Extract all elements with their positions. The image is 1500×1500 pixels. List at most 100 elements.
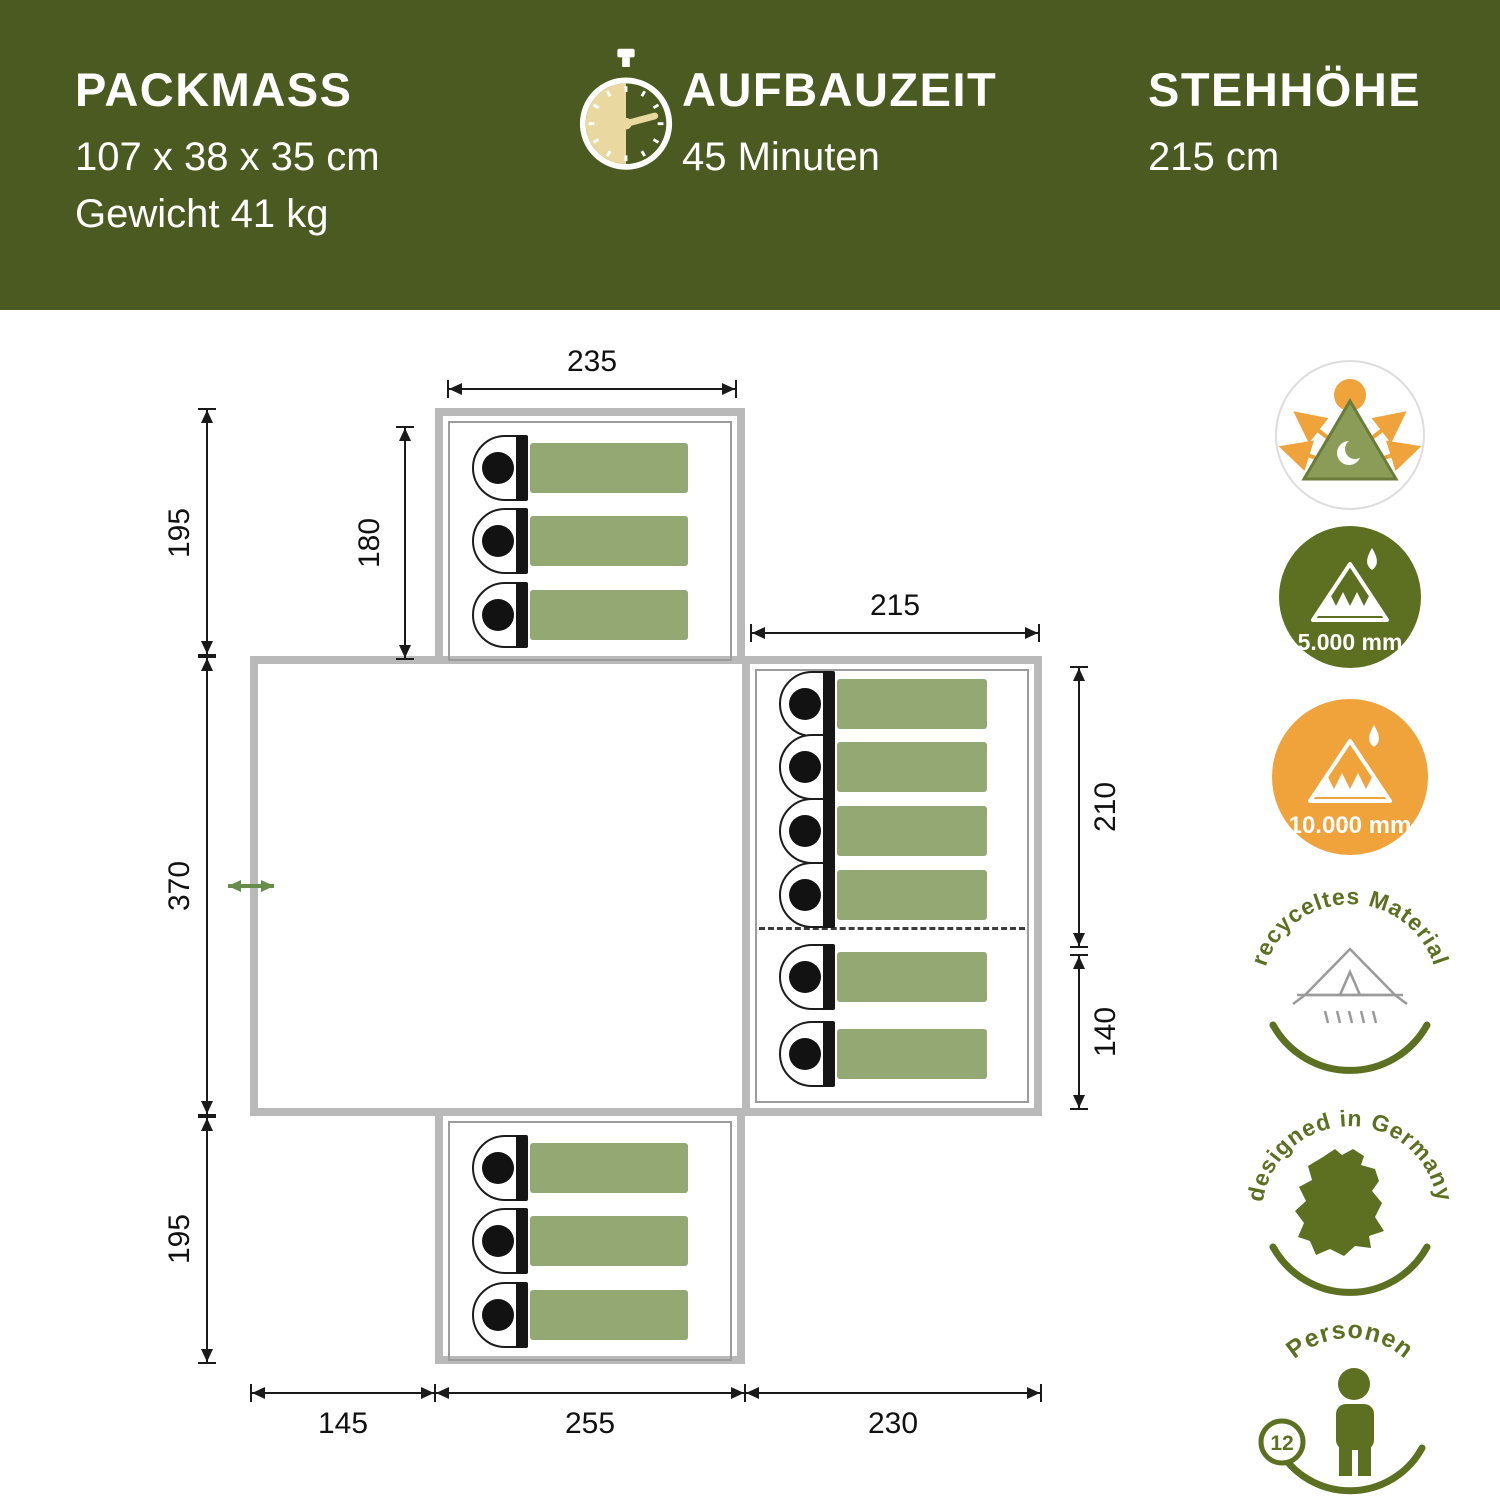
sleeping-bag-hood (472, 508, 528, 574)
badge-arc (1274, 1444, 1426, 1495)
cabin-right-lower-section (757, 930, 1027, 1101)
dim-left-bottom-line (198, 1116, 216, 1364)
sleeping-bag-icon (472, 1281, 730, 1348)
cabin-bottom-inner (448, 1121, 732, 1361)
dim-bottom-left-label: 145 (317, 1407, 369, 1440)
dim-right-upper-label: 210 (1089, 781, 1122, 833)
cabin-top-inner (448, 421, 732, 661)
tent-icon (1301, 398, 1399, 481)
dim-top-width-label: 235 (566, 345, 618, 378)
dim-left-middle-line (198, 656, 216, 1116)
svg-text:Personen: Personen (1281, 1316, 1419, 1364)
dim-right-upper-line (1070, 666, 1088, 948)
water-drop-icon (1369, 725, 1379, 747)
water-column-floor-badge: 10.000 mm (1272, 699, 1428, 855)
aufbauzeit-title: AUFBAUZEIT (682, 63, 998, 116)
spec-packmass: PACKMASS 107 x 38 x 35 cm Gewicht 41 kg (75, 62, 380, 249)
sleeper-head-icon (789, 751, 821, 784)
sleeping-bag-icon (472, 434, 730, 501)
spec-stehhoehe: STEHHÖHE 215 cm (1148, 62, 1421, 192)
sleeping-bag-icon (472, 508, 730, 574)
cabin-right (742, 656, 1042, 1116)
packmass-dimensions: 107 x 38 x 35 cm (75, 135, 380, 179)
dim-bottom-left-line (250, 1384, 436, 1402)
sleeping-bag-icon (779, 943, 1027, 1010)
sleeper-head-icon (482, 1151, 514, 1184)
entrance-arrow-icon (228, 880, 274, 892)
main-hall (250, 656, 750, 1116)
sleeping-bag-hood (779, 943, 835, 1010)
sleeping-bag-hood (472, 1281, 528, 1348)
tent-sketch-icon (1292, 947, 1408, 1024)
persons-label: Personen (1281, 1316, 1418, 1364)
stehhoehe-value: 215 cm (1148, 135, 1280, 179)
sun-icon (1334, 379, 1366, 411)
water-pressure-arrows-icon (1317, 592, 1383, 616)
sleeper-head-icon (482, 1225, 514, 1257)
dim-right-lower-line (1070, 954, 1088, 1110)
cabin-bottom (435, 1108, 745, 1364)
badge-arc (1269, 1243, 1431, 1296)
sleeping-bag-hood (779, 797, 835, 864)
sleeping-bag-body (530, 1142, 688, 1193)
dim-top-width-line (447, 380, 737, 398)
sleeping-bag-icon (779, 797, 1027, 864)
dim-left-top-label: 195 (163, 507, 196, 559)
dim-bottom-middle-label: 255 (564, 1407, 616, 1440)
water-pressure-arrows-icon (1314, 773, 1386, 797)
sleeping-bag-body (530, 1289, 688, 1340)
sleeping-bag-hood (779, 670, 835, 737)
packmass-title: PACKMASS (75, 63, 353, 116)
cabin-divider-dashed-line (759, 927, 1025, 931)
spec-aufbauzeit: AUFBAUZEIT 45 Minuten (682, 62, 997, 192)
water-column-floor-label: 10.000 mm (1289, 812, 1412, 839)
sleeper-head-icon (482, 1298, 514, 1331)
sleeping-bag-body (837, 869, 987, 920)
dim-bottom-right-label: 230 (867, 1407, 919, 1440)
water-column-outer-tent-badge: 5.000 mm (1279, 526, 1421, 668)
svg-text:recyceltes Material: recyceltes Material (1246, 883, 1454, 969)
dim-bottom-middle-line (434, 1384, 746, 1402)
sleeping-bag-icon (472, 1208, 730, 1274)
sleeping-bag-icon (472, 1134, 730, 1201)
sleeper-head-icon (482, 525, 514, 557)
sleeper-head-icon (482, 598, 514, 631)
stopwatch-icon (579, 48, 673, 170)
dim-left-bottom-label: 195 (163, 1213, 196, 1265)
sleeper-head-icon (789, 814, 821, 847)
sleeping-bag-hood (472, 434, 528, 501)
dim-top-cabin-height-label: 180 (353, 517, 386, 569)
sleeping-bag-body (530, 442, 688, 493)
water-drop-icon (1367, 548, 1377, 570)
sleeper-head-icon (789, 687, 821, 720)
sleeping-bag-hood (472, 1208, 528, 1274)
dim-top-cabin-height-line (396, 426, 414, 660)
spec-banner: PACKMASS 107 x 38 x 35 cm Gewicht 41 kg … (0, 0, 1500, 310)
person-icon (1336, 1368, 1374, 1476)
dim-right-width-line (750, 624, 1040, 642)
person-count: 12 (1270, 1432, 1293, 1455)
sleeping-bag-icon (779, 861, 1027, 928)
sleeper-head-icon (482, 451, 514, 484)
tent-day-night-climate-icon (1275, 360, 1425, 510)
aufbauzeit-value: 45 Minuten (682, 135, 880, 179)
dim-right-lower-label: 140 (1089, 1006, 1122, 1058)
sleeping-bag-body (530, 589, 688, 640)
cabin-right-upper-section (757, 670, 1027, 928)
sleeping-bag-body (530, 516, 688, 566)
sleeping-bag-icon (779, 734, 1027, 801)
designed-in-germany-badge: designed in Germany (1243, 1105, 1457, 1296)
sleeper-head-icon (789, 1038, 821, 1071)
stehhoehe-title: STEHHÖHE (1148, 63, 1422, 116)
sleeper-head-icon (789, 878, 821, 911)
dim-right-width-label: 215 (869, 589, 921, 622)
capacity-badge: Personen 12 (1258, 1316, 1426, 1495)
cabin-top (435, 408, 745, 664)
sleeping-bag-body (530, 1216, 688, 1266)
sleeping-bag-hood (779, 1021, 835, 1088)
sleeping-bag-body (837, 951, 987, 1002)
sleeping-bag-body (837, 742, 987, 793)
packmass-weight: Gewicht 41 kg (75, 192, 329, 236)
recycled-material-label: recyceltes Material (1246, 883, 1453, 969)
